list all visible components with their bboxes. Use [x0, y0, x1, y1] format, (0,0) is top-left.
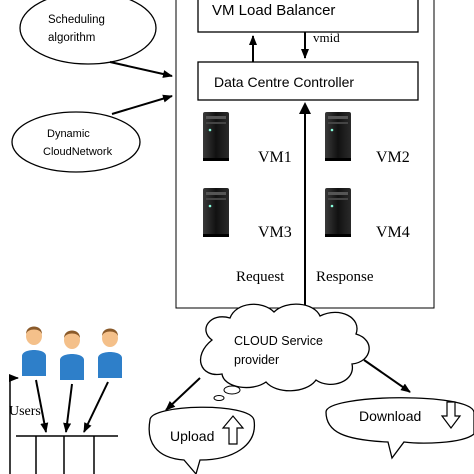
arrow-cloud-to-upload — [165, 377, 201, 411]
vm1-label: VM1 — [258, 149, 292, 166]
cloud-service-provider-line2: provider — [234, 353, 279, 367]
scheduling-algorithm-line1: Scheduling — [48, 14, 105, 26]
request-label: Request — [236, 269, 285, 285]
vm3-label: VM3 — [258, 224, 292, 241]
scheduling-algorithm-node: Scheduling algorithm — [19, 0, 157, 65]
upload-arrow-icon — [221, 415, 245, 445]
user-icon — [60, 330, 84, 380]
upload-label: Upload — [170, 428, 214, 444]
users-label: Users — [9, 404, 41, 419]
server-icon — [325, 112, 351, 161]
vm2-label: VM2 — [376, 149, 410, 166]
vmid-label: vmid — [313, 30, 340, 45]
cloud-service-provider-line1: CLOUD Service — [234, 334, 323, 348]
arrow-cloud-to-download — [363, 359, 411, 393]
arrow-network-to-controller — [111, 94, 173, 115]
server-icon — [203, 112, 229, 161]
dynamic-cloudnetwork-node: Dynamic CloudNetwork — [11, 111, 141, 173]
arrow-user1-down — [35, 379, 49, 433]
dynamic-cloudnetwork-line1: Dynamic — [47, 128, 90, 140]
vm4-label: VM4 — [376, 224, 410, 241]
arrow-user3-down — [83, 381, 109, 433]
cloud-service-provider-node: CLOUD Service provider — [200, 303, 370, 401]
vm-load-balancer-label: VM Load Balancer — [212, 2, 335, 19]
dynamic-cloudnetwork-line2: CloudNetwork — [43, 146, 113, 158]
download-arrow-icon — [440, 401, 462, 429]
vm-load-balancer-box: VM Load Balancer — [197, 0, 419, 33]
data-centre-controller-box: Data Centre Controller — [197, 61, 419, 101]
scheduling-algorithm-line2: algorithm — [48, 32, 95, 44]
download-node: Download — [325, 397, 474, 460]
download-label: Download — [359, 408, 421, 424]
return-arrow — [9, 374, 19, 474]
response-label: Response — [316, 269, 374, 285]
arrow-up-head — [299, 102, 311, 114]
user-icon — [22, 326, 46, 376]
arrow-user2-down — [63, 383, 73, 433]
upload-node: Upload — [148, 406, 255, 474]
server-icon — [203, 188, 229, 237]
data-centre-controller-label: Data Centre Controller — [214, 74, 354, 90]
arrow-scheduling-to-controller — [109, 61, 173, 78]
user-icon — [98, 328, 122, 378]
server-icon — [325, 188, 351, 237]
